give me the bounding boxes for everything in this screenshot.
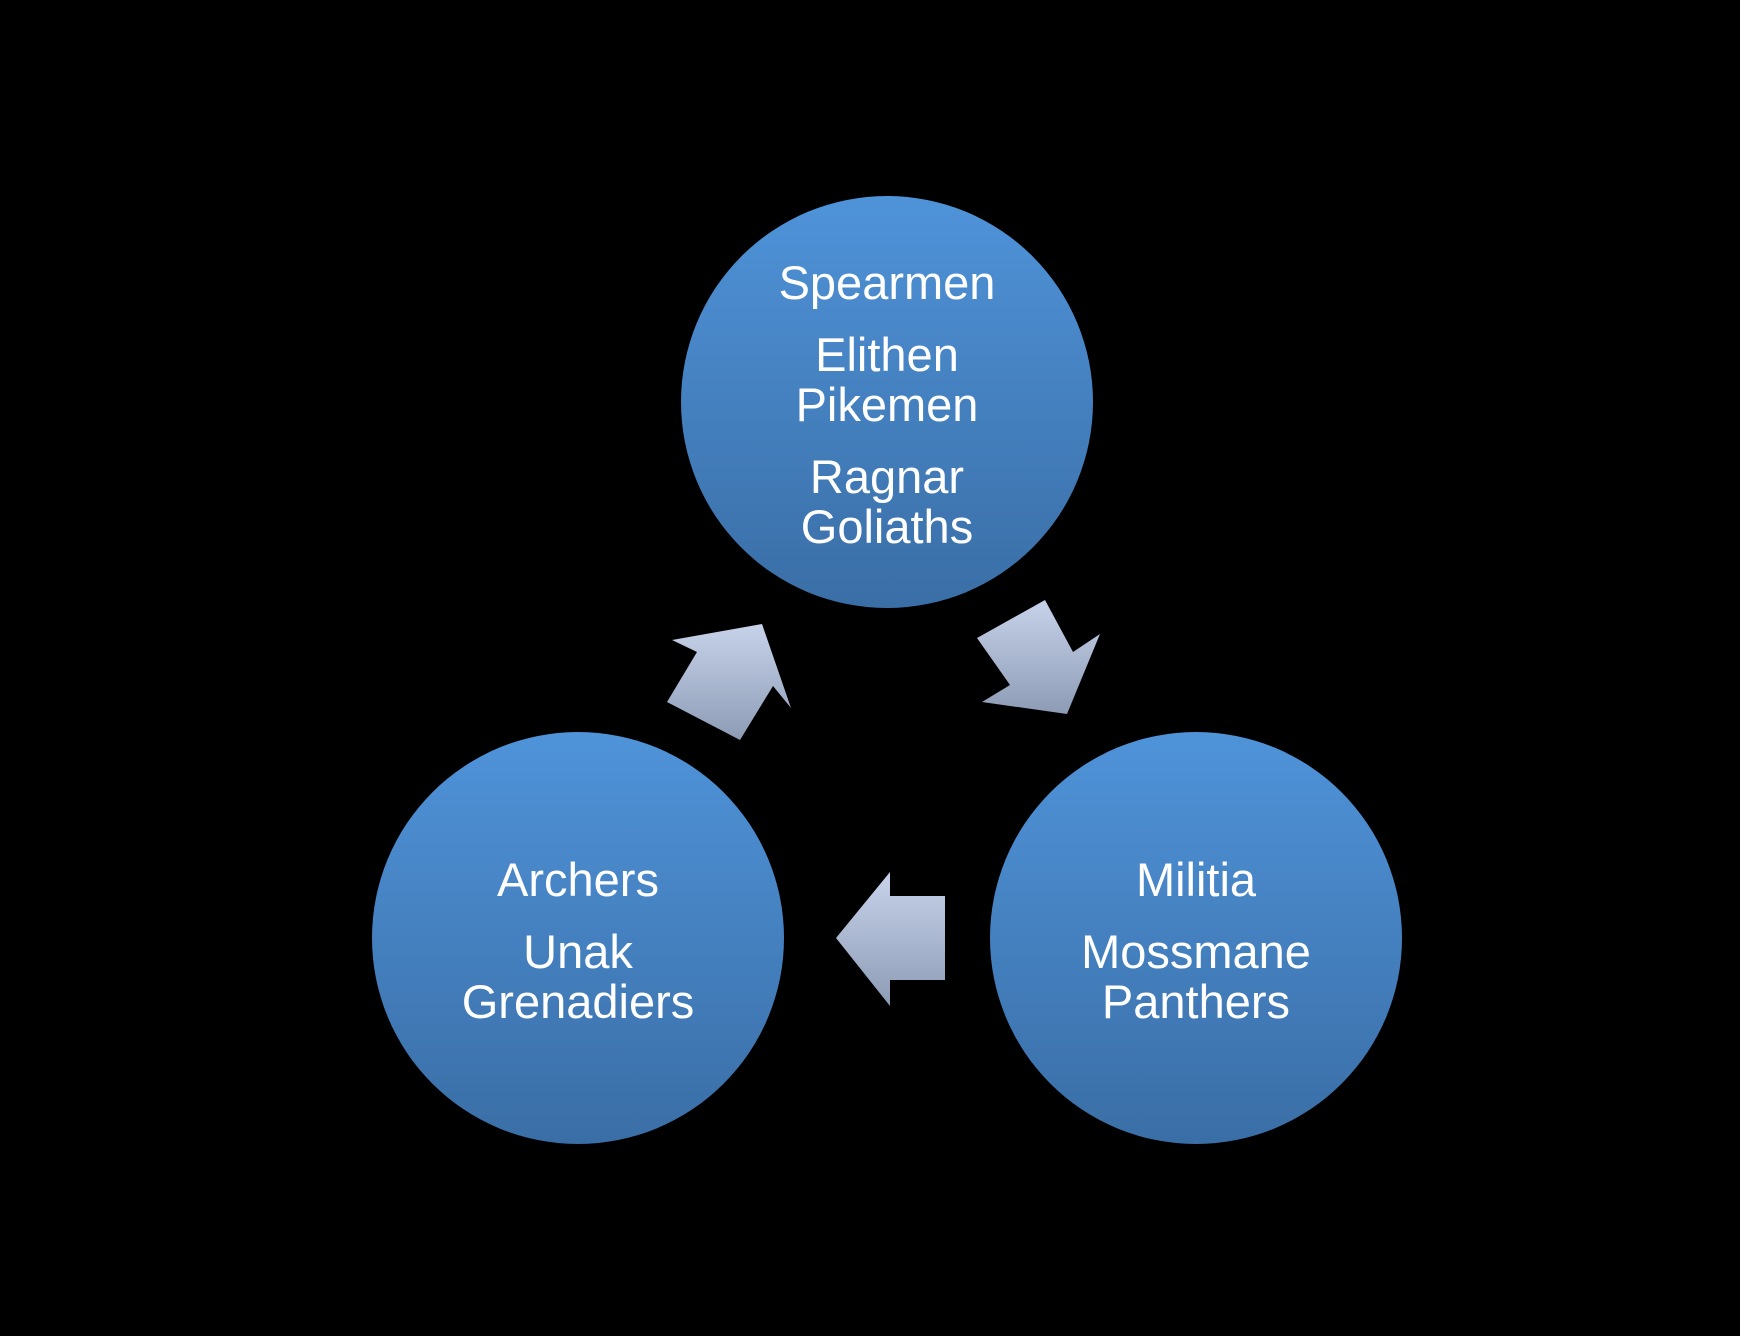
node-spearmen: Spearmen Elithen Pikemen Ragnar Goliaths [697,258,1077,552]
node-archers: Archers Unak Grenadiers [388,855,768,1027]
node-militia: Militia Mossmane Panthers [1006,855,1386,1027]
arrow-archers-to-spearmen [667,624,791,740]
unit-label-mossmane-panthers: Mossmane Panthers [1081,925,1311,1028]
node-title-militia: Militia [1135,853,1257,906]
node-title-archers: Archers [497,853,659,906]
node-circle-archers [372,732,784,1144]
arrow-militia-to-archers [836,872,945,1006]
arrow-spearmen-to-militia [977,600,1100,714]
node-circle-militia [990,732,1402,1144]
node-title-spearmen: Spearmen [778,256,996,309]
unit-label-elithen-pikemen: Elithen Pikemen [795,328,979,431]
unit-label-unak-grenadiers: Unak Grenadiers [461,925,695,1028]
unit-label-ragnar-goliaths: Ragnar Goliaths [800,450,974,553]
node-circle-spearmen [681,196,1093,608]
